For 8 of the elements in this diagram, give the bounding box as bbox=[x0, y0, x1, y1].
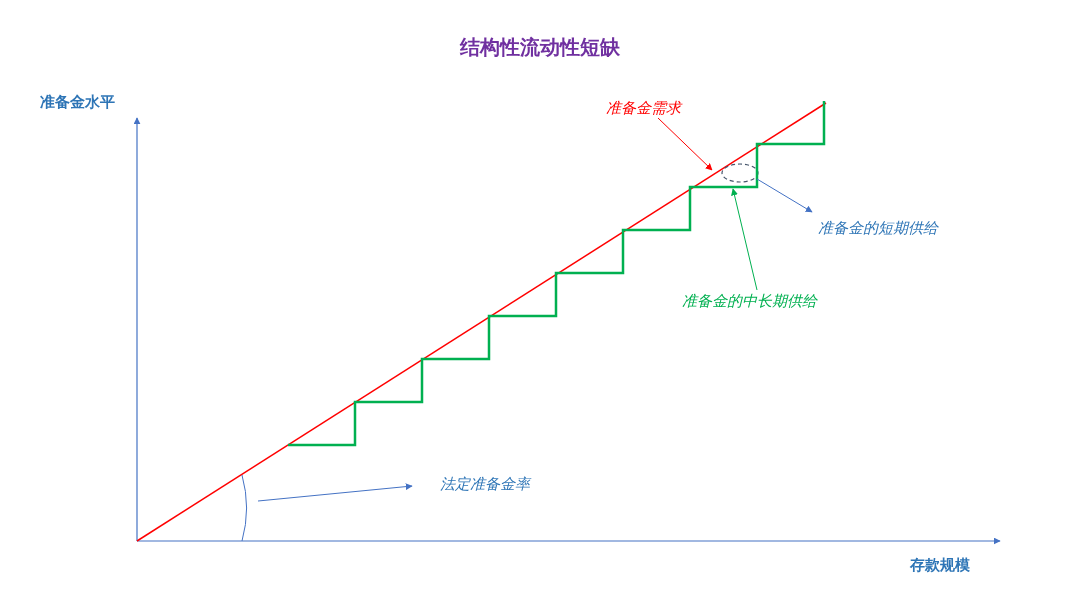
leader-arrow bbox=[657, 117, 713, 171]
leader-arrow bbox=[731, 188, 758, 291]
annotation-label: 准备金的短期供给 bbox=[818, 219, 938, 237]
axis-label: 存款规模 bbox=[910, 556, 970, 574]
axis-label: 准备金水平 bbox=[40, 93, 115, 111]
leader-arrow bbox=[257, 483, 413, 502]
leader-arrow bbox=[756, 178, 813, 213]
chart-title: 结构性流动性短缺 bbox=[458, 34, 621, 61]
